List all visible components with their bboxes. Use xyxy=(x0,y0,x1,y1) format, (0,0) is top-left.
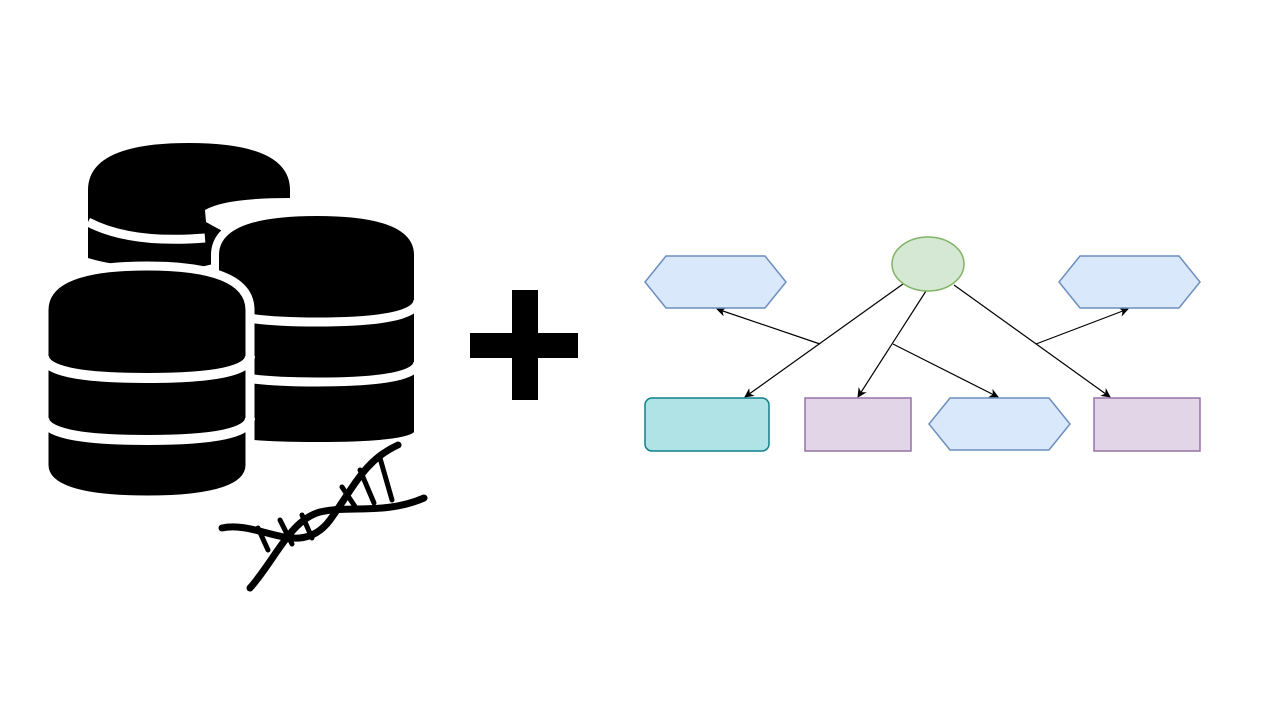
node-center xyxy=(891,236,965,292)
node-rect-teal xyxy=(644,397,770,452)
edge-to-hex-bottom xyxy=(892,343,999,398)
node-hex-bottom xyxy=(928,397,1071,451)
node-hex-top-right xyxy=(1058,255,1201,309)
edge-center-to-rect-teal xyxy=(744,283,904,398)
database-stack-icon xyxy=(39,143,423,505)
dna-helix-icon xyxy=(218,441,428,592)
edge-to-hex-top-right xyxy=(1035,307,1129,345)
plus-icon xyxy=(470,290,578,400)
edge-center-to-rect-purple-2 xyxy=(953,284,1111,398)
edge-center-to-rect-purple-1 xyxy=(857,290,927,398)
diagram xyxy=(644,236,1201,452)
edge-to-hex-top-left xyxy=(716,307,821,345)
node-rect-purple-1 xyxy=(804,397,912,452)
node-hex-top-left xyxy=(644,255,787,309)
node-rect-purple-2 xyxy=(1093,397,1201,452)
